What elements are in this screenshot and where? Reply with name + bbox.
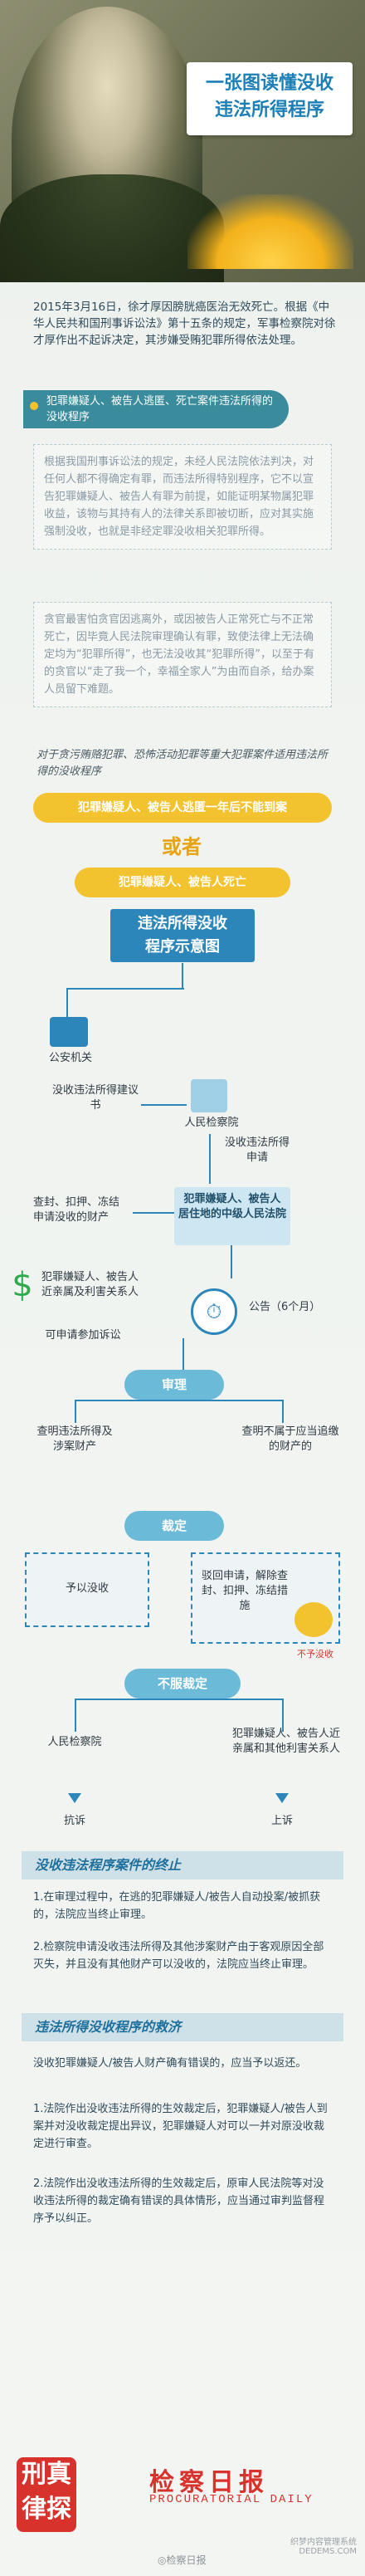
- node-recommend: 没收违法所得建议书: [51, 1084, 139, 1112]
- node-announce: 公告（6个月）: [249, 1301, 321, 1313]
- hero-title-line1: 一张图读懂没收: [205, 73, 333, 94]
- relief-heading: 违法所得没收程序的救济: [22, 2013, 343, 2041]
- box-confiscate: [25, 1552, 149, 1627]
- watermark-line2: DEDEMS.COM: [299, 2547, 357, 2556]
- flow-line: [133, 1212, 174, 1214]
- procuratorate-icon: [191, 1079, 227, 1112]
- footer-badge: 刑真 律探: [17, 2457, 76, 2532]
- node-appeal-procuratorate: 人民检察院: [47, 1736, 102, 1748]
- scope-note: 对于贪污贿赂犯罪、恐怖活动犯罪等重大犯罪案件适用违法所得的没收程序: [36, 749, 328, 778]
- node-appeal-parties: 犯罪嫌疑人、被告人近亲属和其他利害关系人: [232, 1728, 341, 1755]
- footer-badge-line2: 律探: [22, 2495, 71, 2524]
- termination-item-2: 2.检察院申请没收违法所得及其他涉案财产由于客观原因全部灭失，并且没有其他财产可…: [33, 1941, 324, 1971]
- flow-line: [141, 1104, 187, 1106]
- node-join: 可申请参加诉讼: [45, 1329, 121, 1342]
- watermark-corner: 织梦内容管理系统 DEDEMS.COM: [290, 2534, 357, 2556]
- hero-banner: 一张图读懂没收 违法所得程序: [0, 0, 365, 282]
- flow-line: [182, 1338, 184, 1371]
- flow-line: [231, 1245, 232, 1278]
- flow-line: [75, 1699, 282, 1700]
- relief-intro: 没收犯罪嫌疑人/被告人财产确有错误的，应当予以返还。: [33, 2057, 307, 2070]
- explanation-card-2: 贪官最害怕贪官因逃离外，或因被告人正常死亡与不正常死亡，因毕竟人民法院审理确认有…: [33, 602, 332, 707]
- relief-item-1: 1.法院作出没收违法所得的生效裁定后，犯罪嫌疑人/被告人到案并对没收裁定提出异议…: [33, 2103, 328, 2150]
- flow-line: [182, 963, 183, 988]
- node-confirm-false: 查明不属于应当追缴的财产的: [241, 1425, 339, 1453]
- hero-title-line2: 违法所得程序: [214, 100, 324, 120]
- stage-trial: 审理: [124, 1370, 224, 1400]
- gold-coins-illustration: [187, 194, 353, 269]
- or-connector: 或者: [162, 835, 202, 858]
- flow-line: [282, 1699, 284, 1732]
- brand-english: PROCURATORIAL DAILY: [149, 2493, 314, 2506]
- condition-pill-2: 犯罪嫌疑人、被告人死亡: [75, 868, 290, 897]
- node-court-line2: 居住地的中级人民法院: [178, 1208, 287, 1220]
- flow-line: [66, 988, 184, 990]
- flow-line: [209, 1134, 211, 1184]
- footer-badge-line1: 刑真: [22, 2460, 71, 2489]
- termination-item-1: 1.在审理过程中，在逃的犯罪嫌疑人/被告人自动投案/被抓获的，法院应当终止审理。: [33, 1891, 321, 1921]
- arrow-down: [275, 1793, 289, 1803]
- termination-heading: 没收违法程序案件的终止: [22, 1851, 343, 1879]
- flow-line: [282, 1400, 284, 1423]
- brand-chinese: 检察日报: [149, 2468, 269, 2497]
- explanation-card-1: 根据我国刑事诉讼法的规定，未经人民法院依法判决，对任何人都不得确定有罪，而违法所…: [33, 444, 332, 550]
- node-protest: 抗诉: [63, 1815, 85, 1827]
- flow-line: [75, 1699, 76, 1732]
- section-ribbon: 犯罪嫌疑人、被告人逃匿、死亡案件违法所得的没收程序: [23, 390, 289, 428]
- flow-line: [75, 1400, 76, 1423]
- stage-not-accepted: 不服裁定: [124, 1669, 241, 1699]
- stage-ruling: 裁定: [124, 1511, 224, 1541]
- clock-icon: ⏱: [191, 1288, 237, 1335]
- node-no-confiscate: 不予没收: [297, 1649, 333, 1659]
- no-confiscate-badge: [294, 1602, 333, 1637]
- node-relatives: 犯罪嫌疑人、被告人近亲属及利害关系人: [41, 1271, 139, 1298]
- uniform-illustration: [0, 174, 224, 282]
- diagram-title-line2: 程序示意图: [145, 938, 220, 956]
- node-confiscate: 予以没收: [65, 1582, 109, 1595]
- diagram-title-line1: 违法所得没收: [138, 915, 227, 932]
- node-apply: 没收违法所得申请: [224, 1136, 290, 1164]
- court-icon: [174, 1187, 290, 1245]
- condition-pill-1: 犯罪嫌疑人、被告人逃匿一年后不能到案: [33, 793, 332, 823]
- flow-line: [66, 988, 68, 1021]
- police-icon: [50, 1017, 88, 1047]
- node-confirm-true: 查明违法所得及涉案财产: [36, 1425, 113, 1453]
- relief-item-2: 2.法院作出没收违法所得的生效裁定后，原审人民法院等对没收违法所得的裁定确有错误…: [33, 2178, 325, 2225]
- diagram-title: 违法所得没收 程序示意图: [110, 909, 255, 962]
- node-seized: 查封、扣押、冻结申请没收的财产: [33, 1196, 120, 1224]
- node-procuratorate: 人民检察院: [184, 1117, 239, 1129]
- hero-title: 一张图读懂没收 违法所得程序: [187, 62, 353, 135]
- node-court-line1: 犯罪嫌疑人、被告人: [183, 1193, 281, 1205]
- intro-paragraph: 2015年3月16日，徐才厚因膀胱癌医治无效死亡。根据《中华人民共和国刑事诉讼法…: [33, 301, 336, 347]
- node-police: 公安机关: [48, 1052, 92, 1064]
- arrow-down: [68, 1793, 81, 1803]
- node-court-notice: 犯罪嫌疑人、被告人 居住地的中级人民法院: [178, 1192, 286, 1222]
- footer-mark: ◎检察日报: [158, 2554, 207, 2566]
- node-reject: 驳回申请，解除查封、扣押、冻结措施: [201, 1570, 288, 1612]
- watermark-line1: 织梦内容管理系统: [290, 2538, 357, 2547]
- dollar-icon: $: [12, 1266, 33, 1304]
- flow-line: [75, 1400, 282, 1401]
- node-appeal: 上诉: [270, 1815, 293, 1827]
